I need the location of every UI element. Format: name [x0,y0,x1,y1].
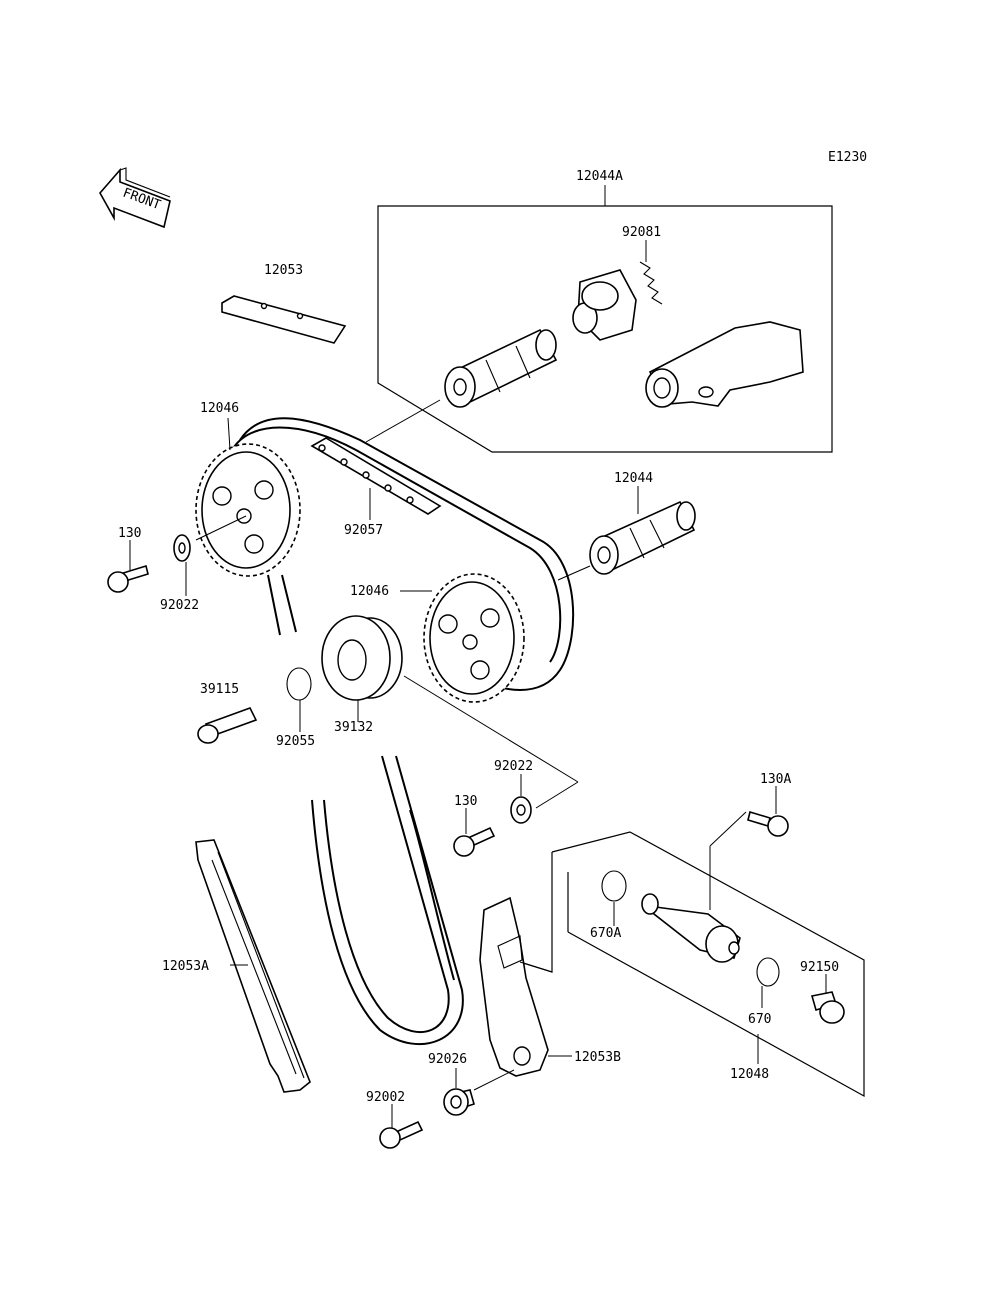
label-130A: 130A [760,772,791,787]
label-12053B: 12053B [574,1050,621,1065]
cam-chain [231,417,575,1046]
label-39115: 39115 [200,682,239,697]
chain-guide-12053A [195,839,311,1093]
pin-39115 [197,707,258,744]
rocker-arm-part [645,321,804,408]
label-12048: 12048 [730,1067,769,1082]
label-92026: 92026 [428,1052,467,1067]
label-12044: 12044 [614,471,653,486]
label-12053: 12053 [264,263,303,278]
label-92022-left: 92022 [160,598,199,613]
oring-670A [601,870,627,926]
camshaft-12044 [557,486,696,581]
label-92150: 92150 [800,960,839,975]
label-92057: 92057 [344,523,383,538]
label-12053A: 12053A [162,959,209,974]
bolt-130A [709,786,789,910]
plug-92150 [810,974,845,1024]
label-92081: 92081 [622,225,661,240]
oring-92055 [286,667,312,732]
diagram-code: E1230 [828,150,867,165]
sprocket-12046-upper [195,417,301,577]
camshaft-assembly [444,328,558,408]
bolt-92002 [379,1104,424,1149]
bolt-130-left [107,540,149,593]
pulley-39132 [321,615,403,722]
decompression-cam [572,269,637,341]
assembly-box-12044A [377,185,833,453]
label-12046-top: 12046 [200,401,239,416]
chain-guide-12053 [221,295,347,344]
tensioner-body [641,893,741,963]
collar-92026 [443,1068,515,1116]
washer-92022-left [173,534,191,596]
chain-links-92057 [310,437,442,520]
sprocket-12046-lower [400,573,525,703]
front-arrow-icon: FRONT [99,167,171,229]
label-130-mid: 130 [454,794,477,809]
chain-guide-12053B [479,896,572,1077]
label-39132: 39132 [334,720,373,735]
spring-92081 [639,240,663,305]
label-670A: 670A [590,926,621,941]
label-670: 670 [748,1012,771,1027]
label-130-left: 130 [118,526,141,541]
label-92055: 92055 [276,734,315,749]
label-92022-mid: 92022 [494,759,533,774]
label-12044A: 12044A [576,169,623,184]
label-92002: 92002 [366,1090,405,1105]
oring-670 [756,957,780,1008]
washer-92022-mid [510,774,532,824]
bolt-130-mid [453,808,496,857]
label-12046-mid: 12046 [350,584,389,599]
